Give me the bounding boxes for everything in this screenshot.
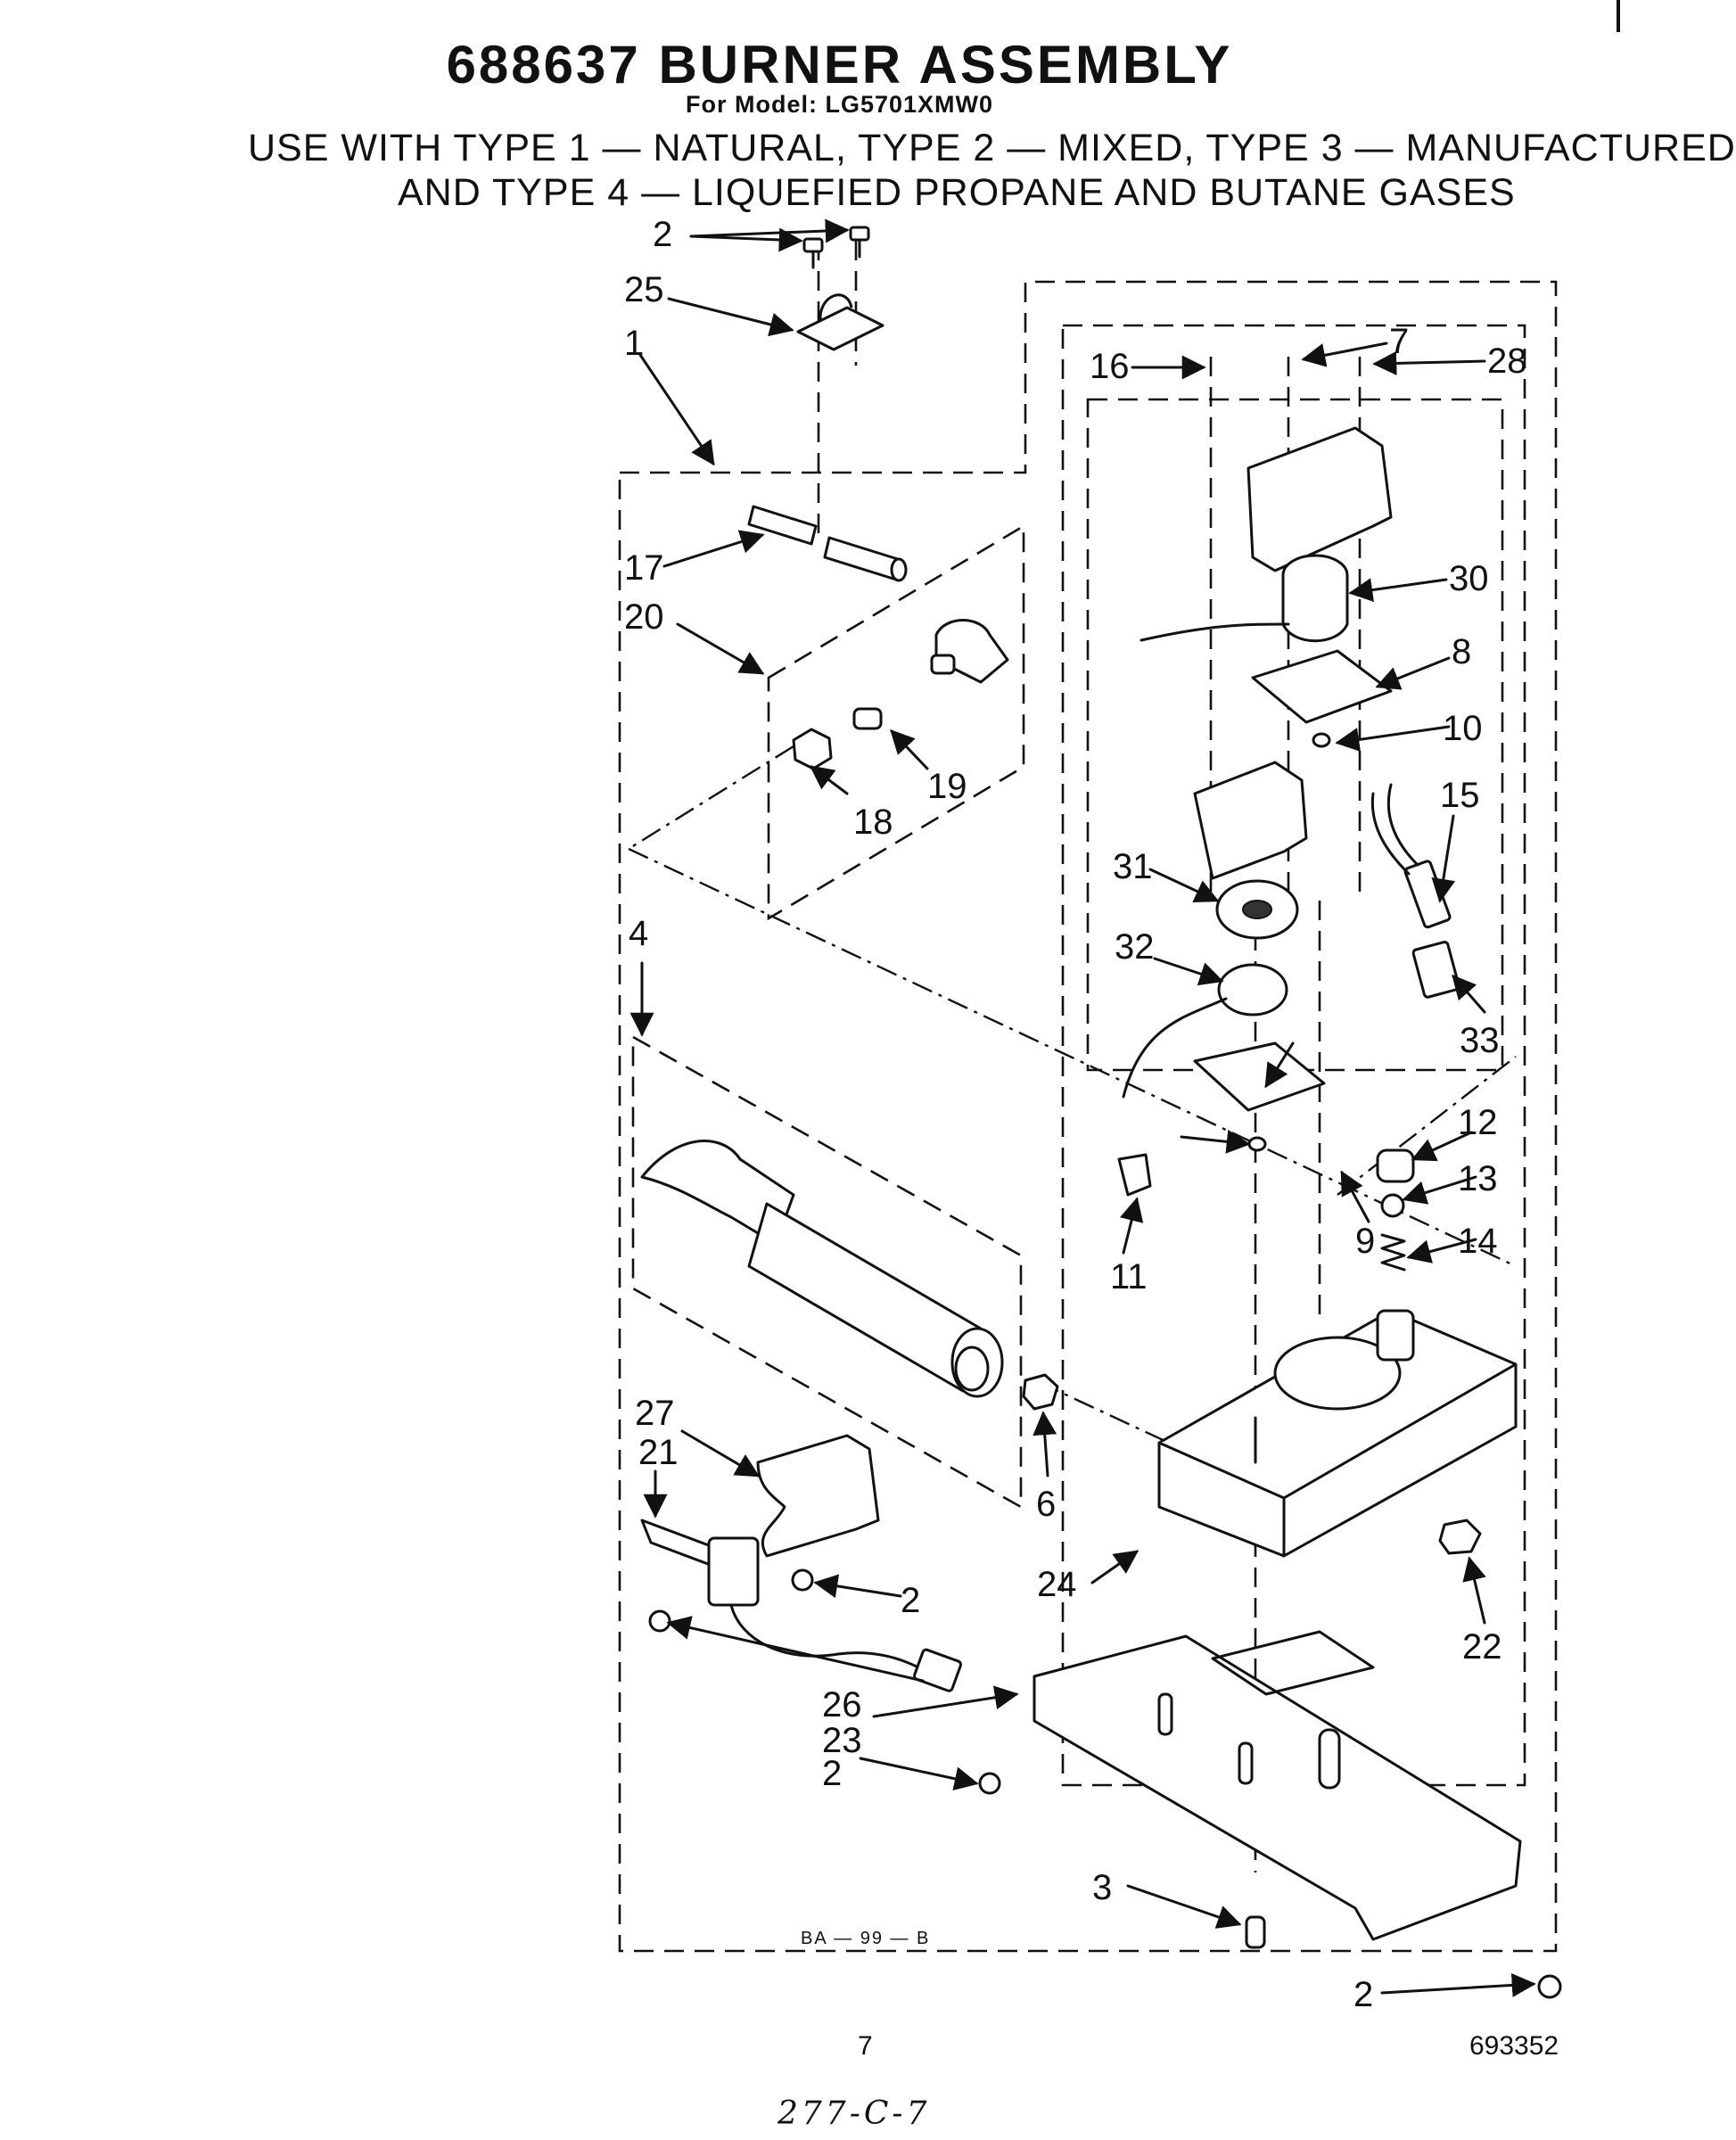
- screw-13: [1380, 1193, 1405, 1218]
- callout-2-top: 2: [653, 215, 672, 254]
- fitting-22: [1438, 1519, 1482, 1555]
- vertical-axis-3: [1318, 357, 1362, 1320]
- plate-8-lower: [1193, 1041, 1326, 1112]
- washer-10-upper: [1312, 732, 1331, 748]
- screw-2-igniter: [791, 1568, 814, 1592]
- callout-30: 30: [1449, 559, 1489, 598]
- connector-15: [1370, 783, 1452, 929]
- callout-6: 6: [1036, 1485, 1056, 1524]
- callout-31: 31: [1113, 847, 1153, 886]
- callout-10-upper: 10: [1443, 709, 1483, 748]
- callout-4: 4: [629, 914, 648, 953]
- burner-tube-4: [640, 1140, 1004, 1398]
- screw-2-manifold: [978, 1772, 1001, 1795]
- ferrule-19: [852, 707, 883, 730]
- gas-types-line-2: AND TYPE 4 — LIQUEFIED PROPANE AND BUTAN…: [398, 171, 1516, 214]
- igniter-21: [640, 1519, 962, 1692]
- drawing-code: BA — 99 — B: [801, 1929, 930, 1948]
- valve-body-24: [1157, 1309, 1518, 1558]
- coil-31: [1215, 879, 1299, 940]
- callout-25: 25: [624, 270, 664, 309]
- screw-2-bottom: [1537, 1974, 1562, 1999]
- tube-17: [747, 505, 908, 582]
- callout-16: 16: [1090, 347, 1130, 386]
- callout-21: 21: [638, 1433, 679, 1472]
- callout-8-upper: 8: [1452, 632, 1471, 671]
- assembly-outline-1: [618, 280, 1558, 1953]
- callout-2-bracket: 2: [822, 1754, 842, 1793]
- document-number: 693352: [1469, 2031, 1559, 2061]
- screw-2-top-a: [802, 237, 824, 269]
- igniter-bracket-27: [756, 1434, 880, 1558]
- bracket-23: [1033, 1630, 1522, 1941]
- sensor-32: [1122, 963, 1288, 1099]
- gas-flow-line: [628, 745, 1517, 1446]
- valve-fitting: [930, 619, 1009, 684]
- callout-9: 9: [1355, 1222, 1375, 1261]
- assembly-outline-24: [1061, 324, 1526, 1787]
- callout-24: 24: [1037, 1565, 1077, 1604]
- callout-7: 7: [1389, 322, 1409, 361]
- connector-33: [1411, 941, 1460, 999]
- washer-10-lower: [1247, 1136, 1267, 1152]
- callout-14: 14: [1458, 1222, 1498, 1261]
- callout-labels: 2 25 1 16 7 28 30 8 10 15 17 20 19 18 31…: [624, 215, 1527, 2014]
- handwritten-note: 277-C-7: [777, 2095, 931, 2132]
- spring-14: [1380, 1233, 1406, 1272]
- bracket-upper: [1246, 426, 1393, 572]
- screw-2-top-b: [849, 226, 870, 259]
- vertical-axis-4: [817, 241, 858, 544]
- screw-2-bracket: [648, 1609, 671, 1633]
- assembly-outline-20: [767, 523, 1025, 921]
- assembly-outline-inner: [1086, 398, 1504, 1072]
- nut-18: [792, 728, 833, 770]
- orifice-6: [1022, 1373, 1059, 1411]
- model-number: For Model: LG5701XMW0: [685, 91, 994, 118]
- callout-12: 12: [1458, 1103, 1498, 1142]
- callout-11: 11: [1110, 1257, 1148, 1296]
- callout-23: 23: [822, 1721, 862, 1760]
- margin-bar: [1617, 0, 1620, 32]
- callout-32: 32: [1115, 927, 1155, 967]
- callout-27: 27: [635, 1394, 675, 1433]
- callout-2-igniter: 2: [901, 1581, 920, 1620]
- cap-12: [1376, 1148, 1415, 1183]
- callout-26: 26: [822, 1685, 862, 1724]
- callout-1: 1: [624, 324, 644, 363]
- leader-lines: [629, 218, 1536, 1997]
- plate-8-upper: [1251, 649, 1393, 724]
- thermistor-11: [1117, 1153, 1152, 1197]
- coil-30: [1140, 554, 1349, 643]
- callout-19: 19: [927, 767, 967, 806]
- page-title: 688637 BURNER ASSEMBLY: [446, 35, 1233, 95]
- callout-2-bottom: 2: [1353, 1975, 1373, 2014]
- callout-33: 33: [1460, 1021, 1500, 1060]
- bracket-lower: [1193, 761, 1308, 880]
- callout-3: 3: [1092, 1868, 1112, 1907]
- callout-22: 22: [1462, 1627, 1502, 1667]
- assembly-outline-4: [631, 1034, 1023, 1510]
- screw-3: [1245, 1915, 1266, 1949]
- gas-types-line-1: USE WITH TYPE 1 — NATURAL, TYPE 2 — MIXE…: [248, 127, 1736, 169]
- callout-17: 17: [624, 548, 664, 588]
- callout-28: 28: [1487, 342, 1527, 381]
- exploded-parts-diagram: 2 25 1 16 7 28 30 8 10 15 17 20 19 18 31…: [618, 215, 1562, 2014]
- callout-15: 15: [1440, 776, 1480, 815]
- callout-18: 18: [853, 802, 893, 842]
- clamp-25: [796, 293, 884, 351]
- callout-13: 13: [1458, 1159, 1498, 1198]
- callout-20: 20: [624, 597, 664, 637]
- page-number: 7: [858, 2031, 873, 2061]
